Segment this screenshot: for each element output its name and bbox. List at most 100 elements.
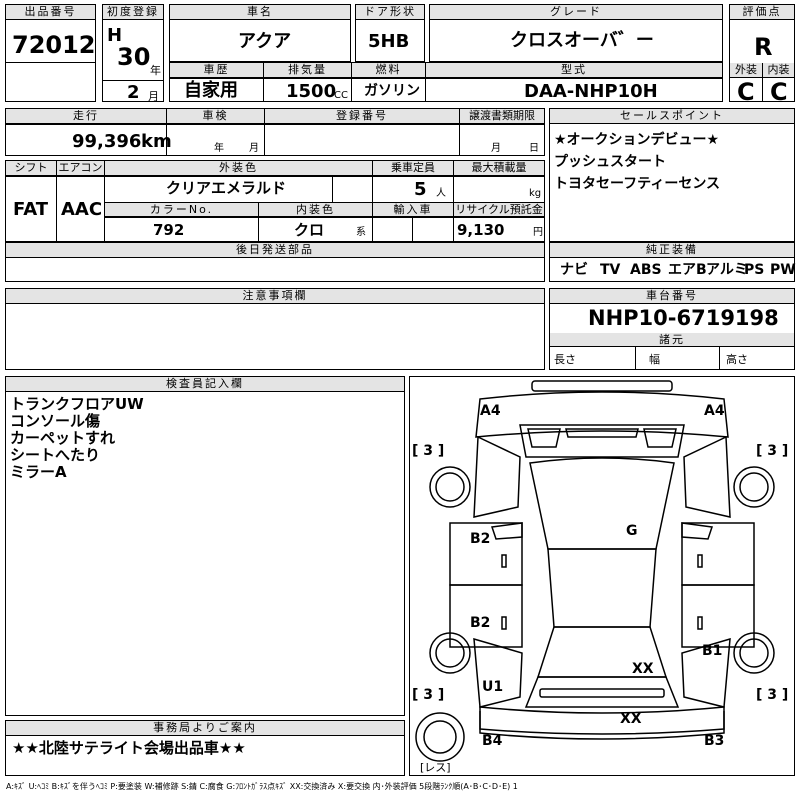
- interior-color: クロ: [294, 221, 325, 239]
- era-letter: H: [107, 25, 123, 46]
- inspector-box: 検査員記入欄 トランクフロアUW コンソール傷 カーペットすれ シートへたり ミ…: [5, 376, 405, 716]
- car-name-label: 車名: [170, 5, 350, 20]
- mark-tire-rr: [ 3 ]: [756, 687, 788, 703]
- inspector-note-5: ミラーA: [10, 463, 67, 481]
- equipment-box: 純正装備 ナビ TV ABS エアB アルミ PS PW: [549, 242, 796, 282]
- displacement-unit: CC: [334, 90, 348, 101]
- mark-b1: B1: [702, 643, 722, 659]
- aircon-label: エアコン: [57, 161, 104, 176]
- color-number: 792: [153, 221, 185, 239]
- import-label: 輸入車: [373, 203, 453, 217]
- inspection-month-unit: 月: [249, 143, 259, 154]
- office-note: ★★北陸サテライト会場出品車★★: [12, 739, 246, 757]
- recycle-label: リサイクル預託金: [454, 203, 544, 217]
- inspector-note-2: コンソール傷: [10, 412, 101, 430]
- year-unit: 年: [150, 64, 161, 77]
- later-parts-box: 後日発送部品: [5, 242, 545, 282]
- equip-alloy: アルミ: [706, 262, 748, 278]
- recycle-deposit: 9,130: [457, 221, 505, 239]
- model: DAA-NHP10H: [524, 81, 658, 102]
- fuel: ガソリン: [364, 83, 420, 99]
- car-name: アクア: [238, 31, 292, 52]
- grade: クロスオーバ゛ー: [510, 30, 654, 51]
- office-label: 事務局よりご案内: [6, 721, 404, 736]
- color-number-label: カラーNo.: [105, 203, 258, 217]
- door-box: ドア形状 5HB: [355, 4, 425, 62]
- recycle-unit: 円: [533, 227, 543, 238]
- interior-color-unit: 系: [356, 227, 366, 238]
- transfer-day-unit: 日: [529, 143, 539, 154]
- equipment-label: 純正装備: [550, 243, 794, 258]
- sales-point-1: ★オークションデビュー★: [554, 132, 720, 148]
- tire-front-right: [733, 466, 775, 508]
- exterior-color: クリアエメラルド: [166, 179, 287, 197]
- chassis-number: NHP10-6719198: [588, 306, 779, 330]
- grade-label: グレード: [430, 5, 722, 20]
- mileage-box: 走行 車検 登録番号 譲渡書類期限 99,396 km 年 月 月 日: [5, 108, 545, 156]
- grade-box: グレード クロスオーバ゛ー: [429, 4, 723, 62]
- office-box: 事務局よりご案内 ★★北陸サテライト会場出品車★★: [5, 720, 405, 776]
- fuel-label: 燃料: [352, 63, 425, 78]
- sales-point-3: トヨタセーフティーセンス: [554, 176, 721, 192]
- exterior-color-label: 外装色: [105, 161, 372, 176]
- inspector-label: 検査員記入欄: [6, 377, 404, 392]
- seats: 5: [414, 179, 427, 200]
- spec-label: 諸元: [550, 333, 794, 347]
- roof-shape: [547, 548, 657, 628]
- lot-number-label: 出品番号: [6, 5, 95, 20]
- equip-tv: TV: [600, 262, 621, 278]
- tire-front-left: [429, 466, 471, 508]
- mileage-unit: km: [141, 131, 172, 152]
- length-label: 長さ: [554, 353, 576, 366]
- mark-tire-fr: [ 3 ]: [756, 443, 788, 459]
- first-registration-box: 初度登録 H 30 年 2 月: [102, 4, 164, 102]
- chassis-box: 車台番号 NHP10-6719198 諸元 長さ 幅 高さ: [549, 288, 795, 370]
- mark-b2-lower: B2: [470, 615, 490, 631]
- score-box: 評価点 R 外装 内装 C C: [729, 4, 795, 106]
- mark-spare-none: [レス]: [420, 761, 451, 774]
- legend: A:ｷｽﾞ U:ﾍｺﾐ B:ｷｽﾞを伴うﾍｺﾐ P:要塗装 W:補修跡 S:錆 …: [6, 782, 518, 791]
- inspector-note-4: シートへたり: [10, 446, 101, 464]
- interior-grade: C: [770, 78, 788, 106]
- front-outline-shape: [475, 391, 729, 438]
- registration-year: 30: [117, 43, 151, 71]
- car-diagram-box: A4 A4 [ 3 ] [ 3 ] G B2 B2 B1 XX U1 [ 3 ]…: [409, 376, 795, 776]
- mark-tire-rl: [ 3 ]: [412, 687, 444, 703]
- notice-box: 注意事項欄: [5, 288, 545, 370]
- registration-number-label: 登録番号: [265, 109, 459, 124]
- height-label: 高さ: [726, 353, 748, 366]
- mark-b4: B4: [482, 733, 503, 749]
- equip-ps: PS: [744, 262, 765, 278]
- notice-label: 注意事項欄: [6, 289, 544, 304]
- month-unit: 月: [148, 90, 159, 103]
- displacement: 1500: [286, 81, 337, 102]
- car-diagram: A4 A4 [ 3 ] [ 3 ] G B2 B2 B1 XX U1 [ 3 ]…: [412, 380, 788, 774]
- spec-grid: シフト エアコン 外装色 乗車定員 最大積載量 カラーNo. 内装色 輸入車 リ…: [5, 160, 545, 242]
- aircon: AAC: [61, 199, 103, 220]
- lot-number: 72012: [12, 31, 96, 59]
- front-bumper-shape: [531, 380, 673, 392]
- sales-points-label: セールスポイント: [550, 109, 794, 124]
- windshield-shape: [529, 457, 675, 550]
- shift-label: シフト: [6, 161, 56, 176]
- inspector-note-1: トランクフロアUW: [10, 395, 144, 413]
- mark-xx-bumper: XX: [620, 711, 642, 727]
- mark-b2-upper: B2: [470, 531, 490, 547]
- max-load-label: 最大積載量: [454, 161, 544, 176]
- score: R: [754, 33, 773, 61]
- registration-month: 2: [127, 82, 140, 103]
- mark-a4-right: A4: [704, 403, 725, 419]
- door-label: ドア形状: [356, 5, 424, 20]
- interior-color-label: 内装色: [259, 203, 372, 217]
- history-label: 車歴: [170, 63, 263, 78]
- inspector-note-3: カーペットすれ: [10, 429, 116, 447]
- equip-airbag: エアB: [668, 262, 707, 278]
- sales-points-box: セールスポイント ★オークションデビュー★ プッシュスタート トヨタセーフティー…: [549, 108, 795, 242]
- door-type: 5HB: [368, 31, 410, 52]
- mileage-label: 走行: [6, 109, 166, 124]
- tire-spare: [415, 712, 465, 762]
- seats-label: 乗車定員: [373, 161, 453, 176]
- lot-number-box: 出品番号 72012: [5, 4, 96, 102]
- mark-tire-fl: [ 3 ]: [412, 443, 444, 459]
